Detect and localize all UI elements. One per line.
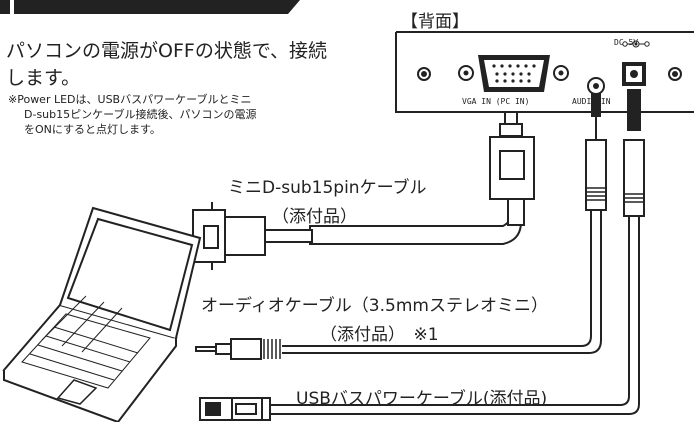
section-header-bar bbox=[0, 0, 300, 14]
back-panel-title: 【背面】 bbox=[401, 12, 469, 32]
vga-cable-label: ミニD-sub15pinケーブル bbox=[228, 178, 427, 198]
note-line-3: をONにすると点灯します。 bbox=[24, 123, 161, 136]
polarity-icon bbox=[622, 40, 650, 48]
audio-cable-label: オーディオケーブル（3.5mmステレオミニ） bbox=[201, 296, 548, 316]
dc-port-label: DC 5V bbox=[614, 38, 639, 47]
note-line-1: ※Power LEDは、USBバスパワーケーブルとミニ bbox=[8, 93, 252, 106]
audio-port-label: AUDIO IN bbox=[572, 97, 611, 106]
instruction-line-2: します。 bbox=[6, 67, 81, 89]
audio-port bbox=[587, 77, 605, 95]
mount-hole-right bbox=[668, 67, 682, 81]
vga-port-label: VGA IN (PC IN) bbox=[462, 97, 530, 106]
instruction-line-1: パソコンの電源がOFFの状態で、接続 bbox=[6, 40, 328, 62]
keyboard-icon bbox=[21, 295, 151, 389]
laptop bbox=[2, 206, 202, 422]
vga-port bbox=[458, 55, 569, 92]
note-line-2: D-sub15ピンケーブル接続後、パソコンの電源 bbox=[24, 108, 257, 121]
touchpad bbox=[56, 379, 98, 405]
vga-cable bbox=[192, 111, 535, 270]
audio-cable-sublabel: （添付品） ※1 bbox=[320, 325, 439, 345]
mount-hole-left bbox=[417, 67, 431, 81]
vga-cable-sublabel: （添付品） bbox=[272, 207, 357, 227]
dc-port bbox=[622, 40, 650, 86]
usb-cable-label: USBバスパワーケーブル(添付品) bbox=[296, 389, 548, 409]
usb-power-cable bbox=[199, 89, 645, 421]
audio-cable bbox=[195, 93, 607, 360]
